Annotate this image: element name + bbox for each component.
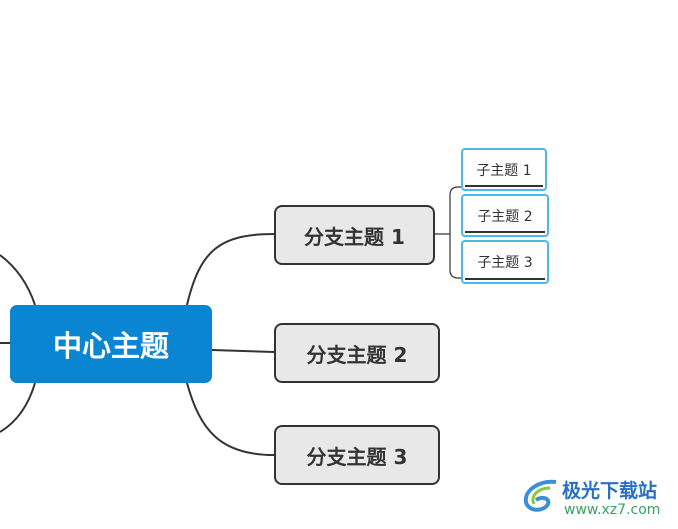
subtopic-label: 子主题 1 <box>476 162 532 179</box>
connector-left-top <box>0 254 36 306</box>
central-topic[interactable]: 中心主题 <box>10 305 212 383</box>
subtopic-3[interactable]: 子主题 3 <box>461 240 549 284</box>
watermark-logo-icon <box>523 479 557 512</box>
watermark-url: www.xz7.com <box>564 502 661 518</box>
subtopic-bracket <box>434 186 461 279</box>
subtopic-label: 子主题 2 <box>477 208 533 225</box>
branch-topic-3[interactable]: 分支主题 3 <box>274 425 440 485</box>
subtopic-2[interactable]: 子主题 2 <box>461 194 549 237</box>
branch-topic-2[interactable]: 分支主题 2 <box>274 323 440 383</box>
branch-topic-1[interactable]: 分支主题 1 <box>274 205 435 265</box>
watermark-name: 极光下载站 <box>562 480 658 502</box>
connector-branch-1 <box>186 233 275 306</box>
connector-branch-3 <box>186 382 275 456</box>
watermark: 极光下载站 www.xz7.com <box>520 476 670 524</box>
connector-branch-2 <box>211 349 275 353</box>
subtopic-label: 子主题 3 <box>477 255 533 271</box>
subtopic-1[interactable]: 子主题 1 <box>461 148 547 191</box>
connector-left-bottom <box>0 382 36 433</box>
